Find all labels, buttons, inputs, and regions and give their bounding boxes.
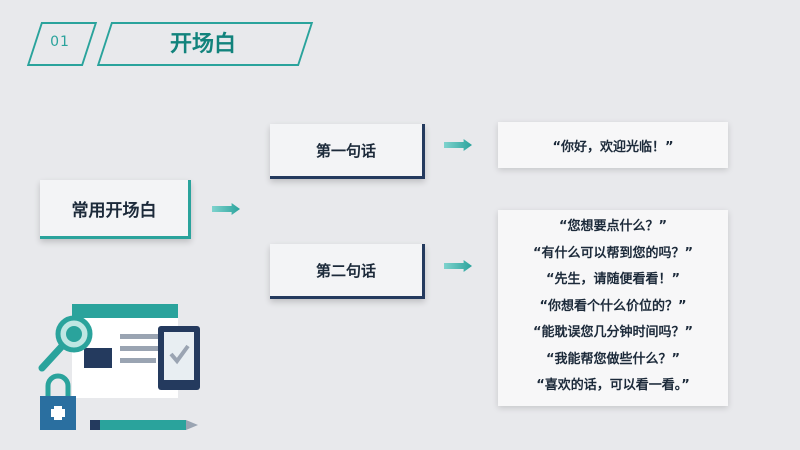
arrow-right-icon <box>212 203 240 215</box>
quote-line: “能耽误您几分钟时间吗？” <box>532 325 694 340</box>
quote-line: “我能帮您做些什么？” <box>545 351 681 367</box>
slide-number: 01 <box>50 34 70 50</box>
quote-line: “您想要点什么？” <box>558 219 668 234</box>
quote-line: “你想看个什么价位的？” <box>539 298 687 314</box>
phone-check-icon <box>158 326 200 390</box>
arrow-right-icon <box>444 260 472 272</box>
sentence-one-box: 第一句话 <box>270 124 425 179</box>
sentence-two-quotes: “您想要点什么？” “有什么可以帮到您的吗？” “先生，请随便看看！” “你想看… <box>498 210 728 406</box>
sentence-two-label: 第二句话 <box>315 261 376 280</box>
quote-line: “有什么可以帮到您的吗？” <box>532 245 694 261</box>
main-topic-box: 常用开场白 <box>40 180 191 239</box>
sentence-two-box: 第二句话 <box>270 244 425 299</box>
quote-line: “你好，欢迎光临！” <box>552 139 674 155</box>
sentence-one-quotes: “你好，欢迎光临！” <box>498 122 728 168</box>
main-topic-label: 常用开场白 <box>71 200 157 221</box>
sentence-one-label: 第一句话 <box>315 141 376 160</box>
illustration <box>38 304 200 430</box>
arrow-right-icon <box>444 139 472 151</box>
quote-line: “先生，请随便看看！” <box>545 272 681 287</box>
magnifier-icon <box>38 315 93 372</box>
padlock-icon <box>40 373 76 430</box>
slide-title: 开场白 <box>169 32 236 57</box>
pen-icon <box>90 420 198 430</box>
quote-line: “喜欢的话，可以看一看。” <box>536 378 690 393</box>
